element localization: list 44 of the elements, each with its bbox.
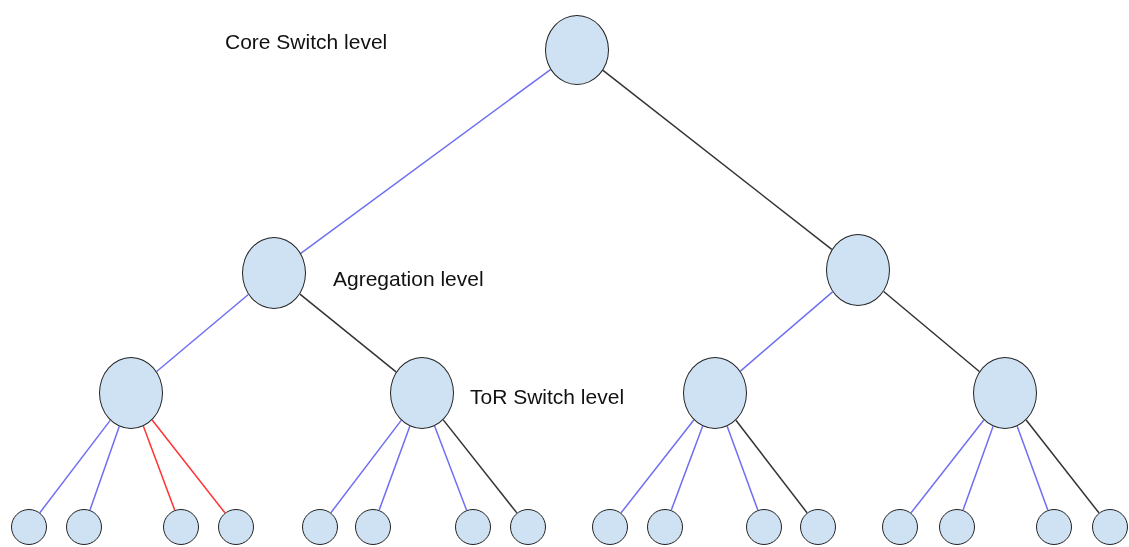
link-line (910, 419, 985, 514)
switch-node (800, 509, 836, 545)
link-line (142, 425, 176, 511)
link-line (962, 425, 994, 511)
link-line (433, 425, 468, 511)
link-line (300, 68, 552, 255)
switch-node (455, 509, 491, 545)
switch-node (1092, 509, 1128, 545)
switch-node (882, 509, 918, 545)
link-line (299, 293, 397, 373)
switch-node (647, 509, 683, 545)
link-line (378, 425, 411, 511)
link-line (1025, 419, 1100, 514)
link-line (155, 293, 250, 373)
switch-node (66, 509, 102, 545)
link-line (739, 291, 834, 372)
level-label: ToR Switch level (470, 385, 625, 409)
link-line (442, 419, 518, 514)
link-line (39, 419, 111, 514)
switch-node (218, 509, 254, 545)
level-label: Agregation level (333, 267, 484, 291)
switch-node (390, 357, 454, 429)
switch-node (163, 509, 199, 545)
level-label: Core Switch level (225, 30, 388, 54)
link-line (89, 425, 120, 511)
link-line (882, 290, 981, 373)
link-line (330, 419, 402, 514)
switch-node (592, 509, 628, 545)
switch-node (302, 509, 338, 545)
switch-node (355, 509, 391, 545)
link-line (670, 425, 704, 511)
link-line (1016, 425, 1049, 511)
link-line (726, 425, 759, 511)
link-line (151, 419, 226, 514)
link-line (620, 419, 695, 514)
switch-node (510, 509, 546, 545)
switch-node (683, 357, 747, 429)
switch-node (746, 509, 782, 545)
link-line (735, 419, 808, 514)
switch-node (973, 357, 1037, 429)
link-line (602, 69, 833, 251)
switch-node (1036, 509, 1072, 545)
switch-node (939, 509, 975, 545)
switch-node (11, 509, 47, 545)
